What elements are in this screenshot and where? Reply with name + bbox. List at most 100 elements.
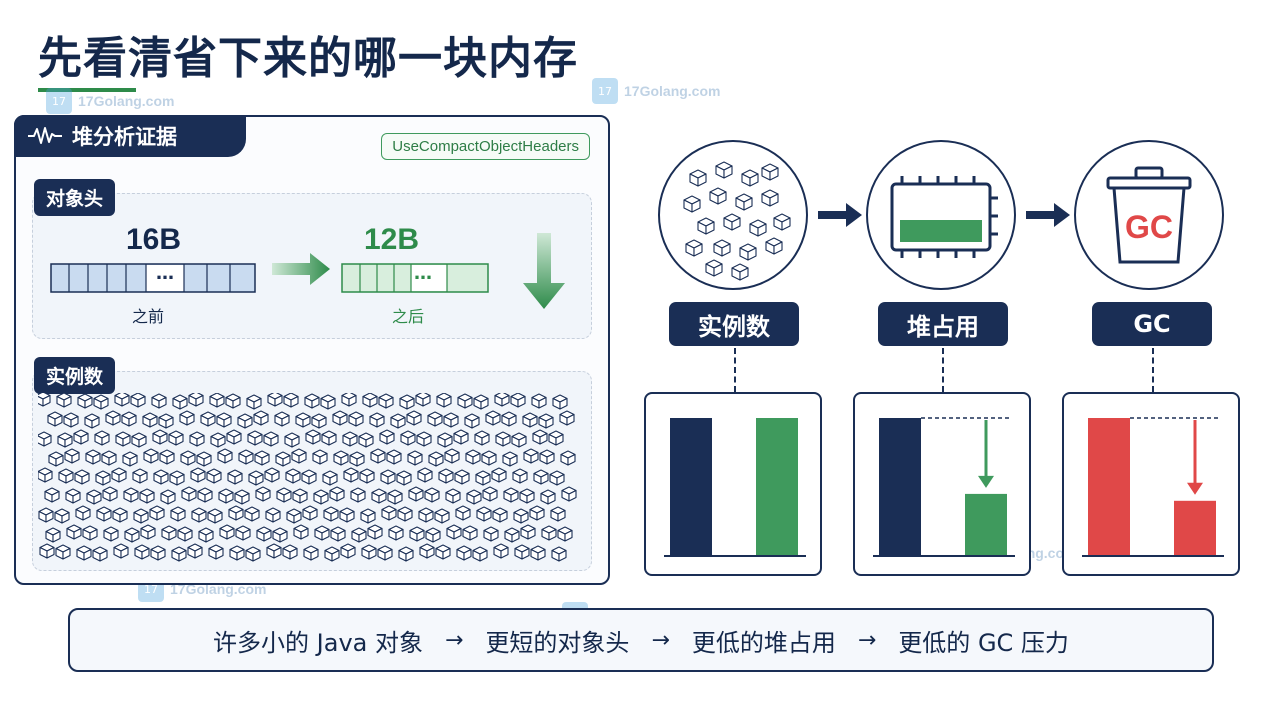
cube-icon <box>74 469 90 485</box>
cube-icon <box>427 411 443 427</box>
cube-icon <box>85 449 101 465</box>
cube-icon <box>397 506 413 522</box>
cube-icon <box>179 410 195 426</box>
instances-chart <box>644 392 822 576</box>
cube-icon <box>142 412 158 428</box>
cube-icon <box>304 393 320 409</box>
cube-icon <box>92 546 108 562</box>
cube-icon <box>538 413 554 429</box>
cube-icon <box>419 543 435 559</box>
watermark-logo-icon: 17 <box>46 88 72 114</box>
cube-icon <box>369 412 385 428</box>
arrow-head <box>1187 482 1203 495</box>
cube-icon <box>208 544 224 560</box>
cube-icon <box>38 393 51 407</box>
cube-icon <box>254 450 270 466</box>
cube-icon <box>462 525 478 541</box>
cube-icon <box>102 486 118 502</box>
arrow-right-icon <box>1026 203 1070 227</box>
cube-icon <box>121 411 137 427</box>
cube-icon <box>685 239 703 257</box>
cube-icon <box>139 488 155 504</box>
cube-icon <box>77 393 93 409</box>
cube-icon <box>321 430 337 446</box>
cube-icon <box>370 448 386 464</box>
cube-icon <box>238 449 254 465</box>
cube-icon <box>456 545 472 561</box>
cube-icon <box>438 468 454 484</box>
cube-icon <box>248 470 264 486</box>
cube-icon <box>541 525 557 541</box>
cube-icon <box>292 488 308 504</box>
cube-icon <box>329 486 345 502</box>
cube-icon <box>475 470 491 486</box>
before-bar-ellipsis: … <box>156 263 174 284</box>
cube-icon <box>198 527 214 543</box>
cube-icon <box>263 431 279 447</box>
cube-icon <box>424 487 440 503</box>
cube-icon <box>172 394 188 410</box>
cube-icon <box>314 525 330 541</box>
cube-icon <box>245 546 261 562</box>
cube-icon <box>689 169 707 187</box>
cube-icon <box>713 239 731 257</box>
cube-icon <box>272 527 288 543</box>
cube-icon <box>93 394 109 410</box>
cube-icon <box>474 430 490 446</box>
cube-icon <box>530 545 546 561</box>
cube-icon <box>501 411 517 427</box>
cube-icon <box>399 394 415 410</box>
cube-icon <box>190 467 206 483</box>
cube-icon <box>286 508 302 524</box>
cube-icon <box>503 487 519 503</box>
cube-icon <box>548 430 564 446</box>
cube-icon <box>532 429 548 445</box>
waveform-icon <box>28 127 62 144</box>
cube-icon <box>388 525 404 541</box>
cube-icon <box>485 410 501 426</box>
cube-icon <box>38 507 54 523</box>
cube-icon <box>275 451 291 467</box>
cube-icon <box>390 413 406 429</box>
cube-icon <box>523 448 539 464</box>
summary-step-header: 更短的对象头 <box>485 628 630 657</box>
cube-icon <box>492 507 508 523</box>
gc-pill: GC <box>1092 302 1212 346</box>
after-bar-ellipsis: … <box>414 263 432 284</box>
cube-icon <box>228 505 244 521</box>
cube-icon <box>741 169 759 187</box>
cube-icon <box>196 451 212 467</box>
cube-icon <box>200 411 216 427</box>
heap-circle <box>866 140 1016 290</box>
cube-icon <box>371 488 387 504</box>
cube-icon <box>323 506 339 522</box>
cube-icon <box>149 505 165 521</box>
cube-icon <box>73 429 89 445</box>
cube-icon <box>453 429 469 445</box>
cube-icon <box>39 543 55 559</box>
cube-icon <box>48 451 64 467</box>
heap-evidence-panel: 堆分析证据 UseCompactObjectHeaders 对象头 16B 12… <box>14 115 610 585</box>
cube-icon <box>418 507 434 523</box>
cube-icon <box>513 508 529 524</box>
summary-step-heap: 更低的堆占用 <box>691 628 836 657</box>
cube-icon <box>481 450 497 466</box>
cube-icon <box>124 527 140 543</box>
bar-1 <box>756 418 798 556</box>
cube-icon <box>425 527 441 543</box>
cube-icon <box>276 487 292 503</box>
cube-icon <box>189 431 205 447</box>
cube-icon <box>457 393 473 409</box>
cube-icon <box>75 505 91 521</box>
cube-icon <box>38 467 53 483</box>
instances-bar-chart <box>664 418 806 557</box>
cube-icon <box>255 486 271 502</box>
cube-icon <box>234 489 250 505</box>
instances-circle <box>658 140 808 290</box>
cube-icon <box>293 524 309 540</box>
cube-icon <box>133 508 149 524</box>
cube-icon <box>132 468 148 484</box>
cube-icon <box>111 467 127 483</box>
cube-icon <box>283 393 299 408</box>
